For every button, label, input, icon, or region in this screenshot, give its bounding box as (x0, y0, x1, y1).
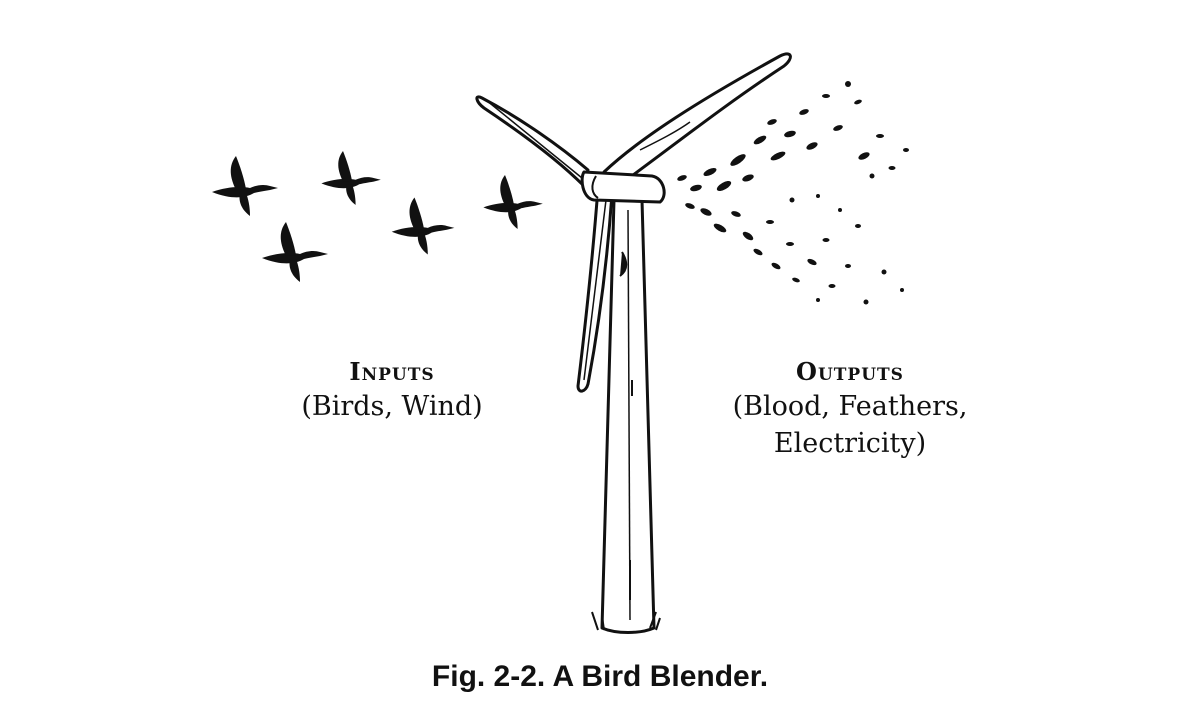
figure-caption: Fig. 2-2. A Bird Blender. (431, 660, 769, 693)
inputs-label: Inputs (Birds, Wind) (272, 356, 512, 425)
goose-icon (321, 151, 381, 205)
goose-icon (212, 156, 278, 216)
outputs-label: Outputs (Blood, Feathers, Electricity) (700, 356, 1000, 462)
outputs-heading: Outputs (796, 357, 904, 386)
birds (212, 151, 543, 282)
inputs-heading: Inputs (349, 357, 435, 386)
splatter-icon (677, 81, 909, 305)
goose-icon (483, 175, 543, 229)
inputs-items: (Birds, Wind) (301, 391, 483, 422)
outputs-line-1: (Blood, Feathers, (732, 391, 968, 422)
goose-icon (262, 222, 328, 282)
outputs-line-2: Electricity) (773, 428, 927, 459)
wind-turbine-icon (475, 52, 792, 634)
goose-icon (391, 197, 455, 255)
